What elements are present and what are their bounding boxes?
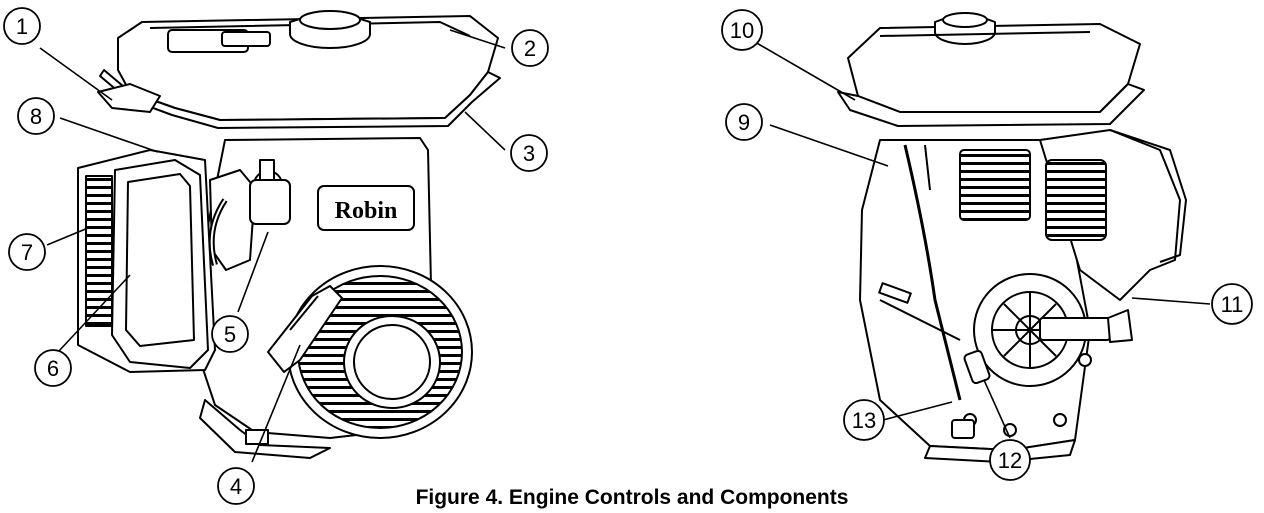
svg-text:3: 3 xyxy=(523,141,535,166)
callout-13: 13 xyxy=(843,399,885,441)
callout-10: 10 xyxy=(721,9,763,51)
svg-text:6: 6 xyxy=(47,356,59,381)
brand-label: Robin xyxy=(335,198,398,224)
leader-lines xyxy=(39,29,1211,463)
svg-text:5: 5 xyxy=(224,322,236,347)
oil-drain-plug xyxy=(951,419,975,439)
svg-text:8: 8 xyxy=(30,104,42,129)
callout-5: 5 xyxy=(211,315,249,353)
callout-12: 12 xyxy=(989,439,1031,481)
svg-text:4: 4 xyxy=(230,474,242,499)
callout-2: 2 xyxy=(511,29,549,67)
fuel-tank-right xyxy=(847,23,1141,113)
svg-text:9: 9 xyxy=(738,110,750,135)
brand-badge-frame xyxy=(317,185,415,231)
svg-text:7: 7 xyxy=(21,240,33,265)
callouts: 1 2 3 4 5 6 7 8 9 10 11 12 13 xyxy=(3,7,1253,505)
svg-text:12: 12 xyxy=(998,448,1022,473)
oil-filler-cap xyxy=(963,349,991,385)
muffler-fins xyxy=(85,175,113,327)
figure-caption: Figure 4. Engine Controls and Components xyxy=(415,486,849,509)
callout-1: 1 xyxy=(3,7,41,45)
callout-8: 8 xyxy=(17,97,55,135)
svg-text:10: 10 xyxy=(730,18,754,43)
svg-text:1: 1 xyxy=(16,14,28,39)
svg-text:11: 11 xyxy=(1221,292,1244,317)
air-cleaner-cover xyxy=(111,159,209,369)
callout-3: 3 xyxy=(510,134,548,172)
callout-6: 6 xyxy=(34,349,72,387)
starter-handle xyxy=(267,285,343,373)
svg-text:2: 2 xyxy=(524,36,536,61)
callout-11: 11 xyxy=(1211,283,1253,325)
svg-text:13: 13 xyxy=(852,408,876,433)
callout-9: 9 xyxy=(725,103,763,141)
left-engine-illustration: Robin xyxy=(77,10,501,459)
callout-7: 7 xyxy=(8,233,46,271)
right-engine-illustration xyxy=(837,12,1187,463)
callout-4: 4 xyxy=(217,467,255,505)
output-shaft xyxy=(1039,317,1111,341)
